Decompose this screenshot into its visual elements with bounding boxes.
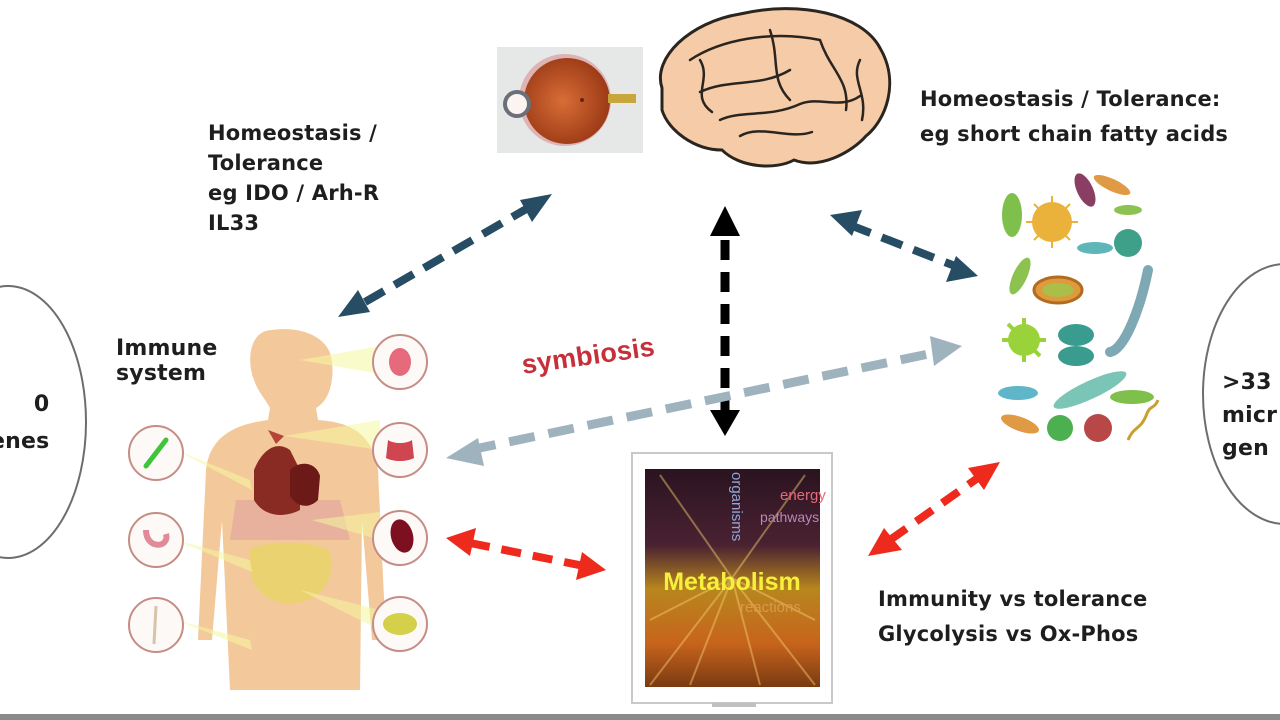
label-line: Immune (116, 336, 218, 361)
label-line: eg short chain fatty acids (920, 122, 1229, 146)
label-line: enes (0, 429, 50, 454)
arrow-microbiome-metabolism (868, 462, 1000, 556)
label-line: 0 (33, 392, 50, 417)
metabolism-bg-word: pathways (760, 509, 819, 525)
organ-icon-thymus (372, 422, 428, 478)
label-line: gen (1222, 436, 1269, 461)
label-line: Tolerance (208, 151, 324, 175)
brain-immune-link-label: Homeostasis / Tolerance eg IDO / Arh-R I… (208, 118, 379, 238)
label-line: micr (1222, 403, 1278, 428)
metabolism-bg-word: organisms (728, 472, 745, 541)
left-genes-circle (0, 285, 87, 559)
left-circle-text: 0 enes (0, 386, 49, 460)
arrow-brain-immune (338, 194, 552, 317)
label-line: eg IDO / Arh-R (208, 181, 380, 205)
label-line: Homeostasis / (208, 121, 378, 145)
metabolism-word: Metabolism (663, 568, 801, 596)
arrow-immune-metabolism (446, 528, 606, 580)
label-line: Immunity vs tolerance (878, 587, 1148, 611)
bottom-edge-bar (0, 714, 1280, 720)
organ-icon-tonsils (372, 334, 428, 390)
metabolism-bg-word: reactions (740, 599, 801, 616)
organ-icon-appendix (128, 512, 184, 568)
immune-system-title: Immune system (116, 336, 217, 386)
organ-icon-lymph-nodes (128, 425, 184, 481)
metabolism-bg-word: energy (780, 487, 826, 504)
organ-icon-spleen (372, 510, 428, 566)
human-body-illustration (176, 329, 386, 690)
arrow-brain-microbiome (830, 210, 978, 282)
label-line: >33 : (1222, 370, 1280, 395)
organ-icon-bone-marrow (128, 597, 184, 653)
metabolism-image: Metabolism energy pathways reactions org… (631, 452, 833, 707)
metabolism-link-label: Immunity vs tolerance Glycolysis vs Ox-P… (878, 582, 1148, 652)
label-line: IL33 (208, 211, 260, 235)
right-microbial-genes-circle (1202, 263, 1280, 525)
eye-illustration (497, 47, 643, 153)
microbiome-illustration (998, 173, 1160, 442)
label-line: Homeostasis / Tolerance: (920, 87, 1221, 111)
right-circle-text: >33 : micr gen (1222, 366, 1280, 465)
label-line: system (116, 361, 207, 386)
label-line: Glycolysis vs Ox-Phos (878, 622, 1139, 646)
brain-illustration (658, 7, 892, 168)
arrow-immune-microbiome-symbiosis (446, 336, 962, 466)
organ-icon-peyers-patches (372, 596, 428, 652)
brain-microbiome-link-label: Homeostasis / Tolerance: eg short chain … (920, 82, 1228, 152)
arrow-brain-metabolism (710, 206, 740, 436)
